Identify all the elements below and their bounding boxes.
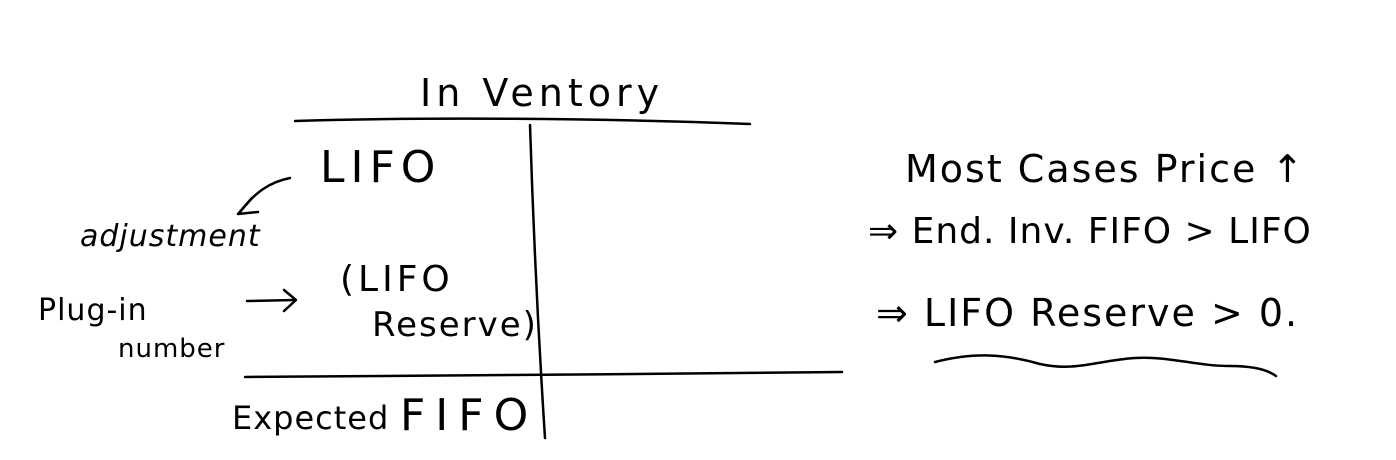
adjustment-arrow-icon bbox=[238, 176, 292, 214]
number-note: number bbox=[118, 334, 226, 364]
plug-in-arrow-icon bbox=[245, 298, 297, 303]
t-account-top-line bbox=[293, 117, 752, 126]
plug-in-arrowhead-icon bbox=[282, 288, 298, 313]
lifo-reserve-label-line1: (LIFO bbox=[340, 259, 454, 300]
plug-in-note: Plug-in bbox=[38, 293, 148, 328]
adjustment-note: adjustment bbox=[80, 219, 261, 254]
wavy-underline bbox=[933, 354, 1278, 378]
adjustment-arrowhead-icon bbox=[236, 196, 260, 216]
t-account-vertical-line bbox=[528, 123, 547, 440]
t-account-title: In Ventory bbox=[420, 71, 665, 115]
expected-label: Expected bbox=[232, 399, 390, 437]
fifo-label: FIFO bbox=[400, 390, 539, 441]
lifo-reserve-label-line2: Reserve) bbox=[372, 305, 538, 345]
conclusion-line-2: ⇒ End. Inv. FIFO > LIFO bbox=[868, 211, 1312, 252]
lifo-label: LIFO bbox=[320, 142, 442, 193]
conclusion-line-1: Most Cases Price ↑ bbox=[905, 147, 1306, 191]
conclusion-line-3: ⇒ LIFO Reserve > 0. bbox=[876, 291, 1300, 335]
t-account-bottom-line bbox=[243, 370, 844, 379]
